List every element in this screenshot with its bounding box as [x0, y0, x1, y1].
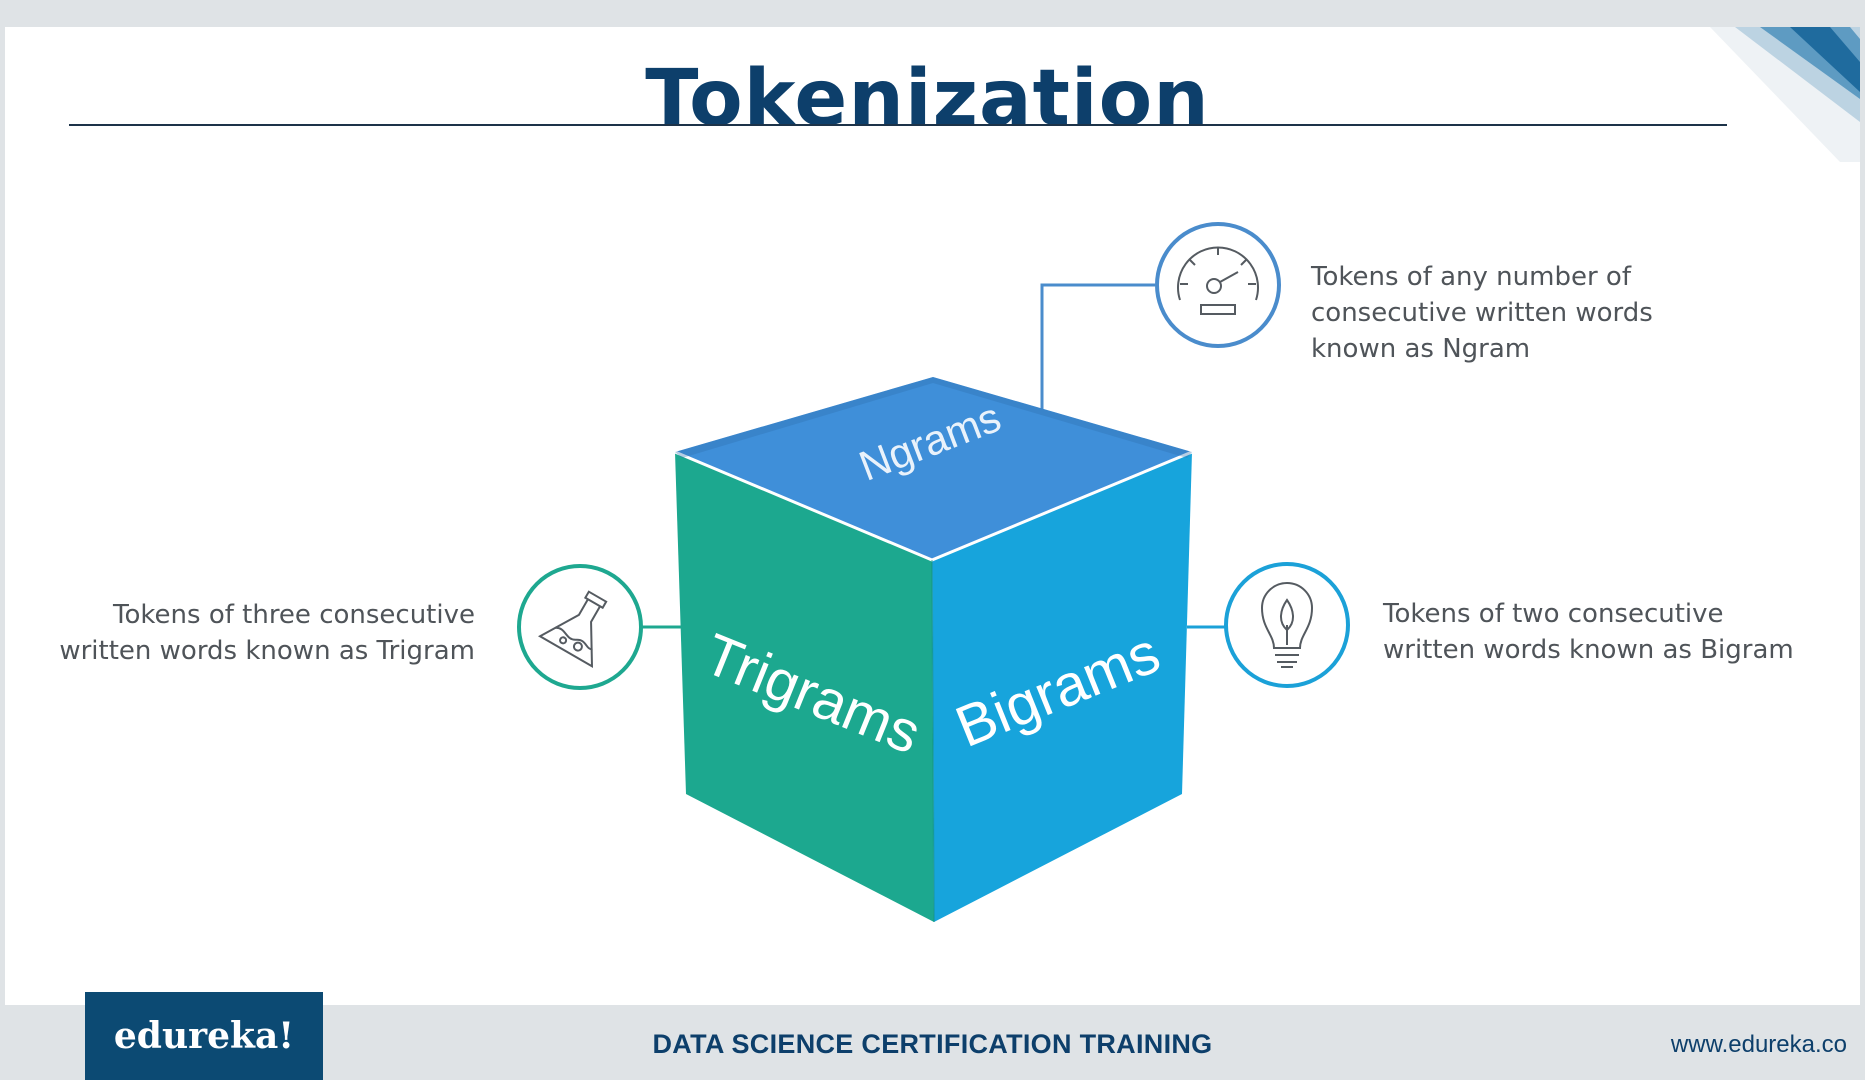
tokenization-diagram: Ngrams Trigrams Bigrams: [517, 222, 1350, 923]
ngram-connector: [1040, 283, 1155, 410]
footer-course-title: DATA SCIENCE CERTIFICATION TRAINING: [652, 1029, 1213, 1059]
cube-right-face: [932, 452, 1192, 922]
footer-url-link[interactable]: www.edureka.co: [1670, 1031, 1847, 1058]
flask-icon: [537, 590, 608, 669]
page-title: Tokenization: [645, 54, 1210, 144]
lightbulb-icon: [1260, 582, 1314, 668]
trigram-description: Tokens of three consecutive written word…: [59, 600, 475, 666]
cube: Ngrams Trigrams Bigrams: [674, 377, 1193, 923]
edureka-logo[interactable]: edureka!: [85, 992, 323, 1080]
bigram-description: Tokens of two consecutive written words …: [1383, 599, 1794, 665]
ngram-icon-circle: [1155, 222, 1281, 348]
cube-left-face: [675, 452, 934, 922]
trigram-icon-circle: [517, 564, 643, 690]
speedometer-icon: [1177, 246, 1259, 315]
cube-top-face: [675, 377, 1192, 560]
ngram-description: Tokens of any number of consecutive writ…: [1311, 262, 1653, 364]
bigram-icon-circle: [1224, 562, 1350, 688]
corner-decoration: [1710, 27, 1860, 162]
title-divider: [69, 124, 1727, 126]
